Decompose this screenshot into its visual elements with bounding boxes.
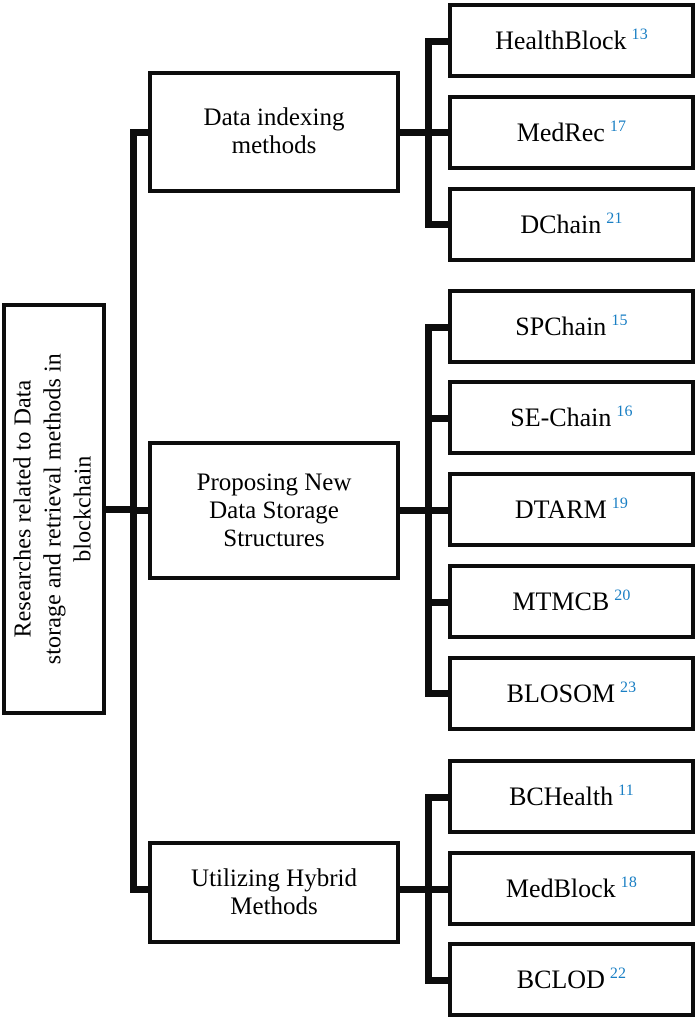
connector-root-stub [105, 506, 137, 513]
connector-branch-2-stub [398, 507, 428, 514]
connector-trunk-to-branch-2 [130, 507, 152, 514]
connector-branch-1-stub [398, 129, 428, 136]
reference-number: 13 [631, 26, 648, 44]
reference-number: 19 [611, 495, 629, 513]
branch-node-data-indexing-methods[interactable]: Data indexing methods [148, 71, 400, 193]
connector-leaf-1-2 [425, 129, 451, 136]
branch-node-label: Data indexing methods [203, 104, 345, 159]
reference-number: 20 [614, 587, 631, 605]
connector-leaf-1-1 [425, 38, 451, 45]
branch-node-proposing-new-data-storage-structures[interactable]: Proposing New Data Storage Structures [148, 441, 400, 580]
branch-node-utilizing-hybrid-methods[interactable]: Utilizing Hybrid Methods [148, 841, 400, 944]
branch-node-label: Utilizing Hybrid Methods [191, 864, 357, 920]
reference-number: 21 [606, 210, 623, 228]
connector-leaf-2-4 [425, 599, 451, 606]
connector-branch-3-stub [398, 886, 428, 893]
branch-node-label: Proposing New Data Storage Structures [196, 468, 352, 552]
reference-number: 17 [609, 118, 627, 136]
connector-leaf-2-5 [425, 690, 451, 697]
connector-trunk-to-branch-3 [130, 886, 152, 893]
reference-number: 11 [618, 782, 634, 800]
reference-number: 15 [611, 312, 628, 330]
connector-leaf-1-3 [425, 221, 451, 228]
connector-leaf-2-1 [425, 324, 451, 331]
connector-leaf-2-3 [425, 507, 451, 514]
reference-number: 18 [620, 874, 638, 892]
connector-leaf-3-2 [425, 886, 451, 893]
connector-leaf-3-1 [425, 794, 451, 801]
connector-leaf-3-3 [425, 977, 451, 984]
reference-number: 23 [619, 679, 637, 697]
reference-number: 16 [616, 403, 633, 421]
connector-trunk-to-branch-1 [130, 129, 152, 136]
connector-leaf-2-2 [425, 415, 451, 422]
reference-number: 22 [609, 965, 627, 983]
root-node-label: Researches related to Data storage and r… [10, 353, 96, 665]
root-node[interactable]: Researches related to Data storage and r… [2, 303, 106, 715]
